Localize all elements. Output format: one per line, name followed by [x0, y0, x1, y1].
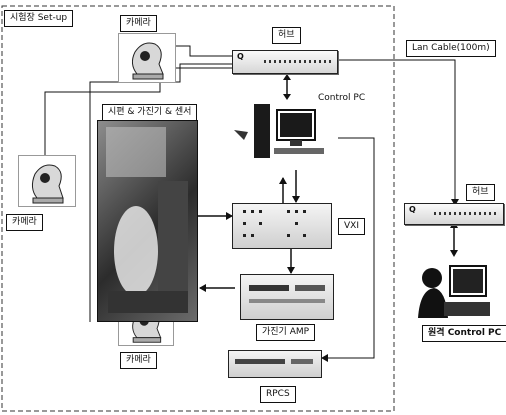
camera-icon: [18, 155, 76, 207]
camera-bottom-label: 카메라: [120, 352, 157, 369]
control-pc-label: Control PC: [318, 93, 366, 103]
rpcs-unit: [228, 350, 322, 378]
camera-top-label: 카메라: [120, 15, 157, 32]
lan-cable-line: [338, 59, 456, 205]
port-glyph: Q: [237, 52, 244, 61]
hub-top-label: 허브: [272, 27, 301, 44]
control-pc-icon: [232, 100, 340, 166]
specimen-label: 시편 & 가진기 & 센서: [102, 104, 198, 121]
hub-right-label: 허브: [466, 184, 495, 201]
camera-icon: [118, 33, 176, 83]
line-camleft-hub: [44, 67, 232, 168]
line-camtop-hub: [175, 45, 232, 57]
camera-left-label: 카메라: [6, 214, 43, 231]
test-area-border: [1, 5, 395, 412]
lan-cable-label: Lan Cable(100m): [406, 40, 496, 57]
port-glyph: Q: [409, 205, 416, 214]
test-area-label: 시험장 Set-up: [4, 10, 74, 27]
line-cambottom-hub: [89, 63, 232, 322]
amp-label: 가진기 AMP: [256, 324, 316, 341]
hub-right: Q: [404, 203, 504, 225]
rpcs-label: RPCS: [260, 386, 296, 403]
vxi-chassis: [232, 203, 332, 249]
hub-ports: [434, 212, 498, 215]
vxi-label: VXI: [338, 218, 365, 235]
hub-ports: [264, 59, 331, 63]
remote-pc-icon: [412, 258, 492, 320]
hub-top: Q: [232, 50, 338, 74]
amp-unit: [240, 274, 334, 320]
specimen-photo: [97, 120, 198, 322]
remote-pc-label: 원격 Control PC: [422, 325, 506, 342]
